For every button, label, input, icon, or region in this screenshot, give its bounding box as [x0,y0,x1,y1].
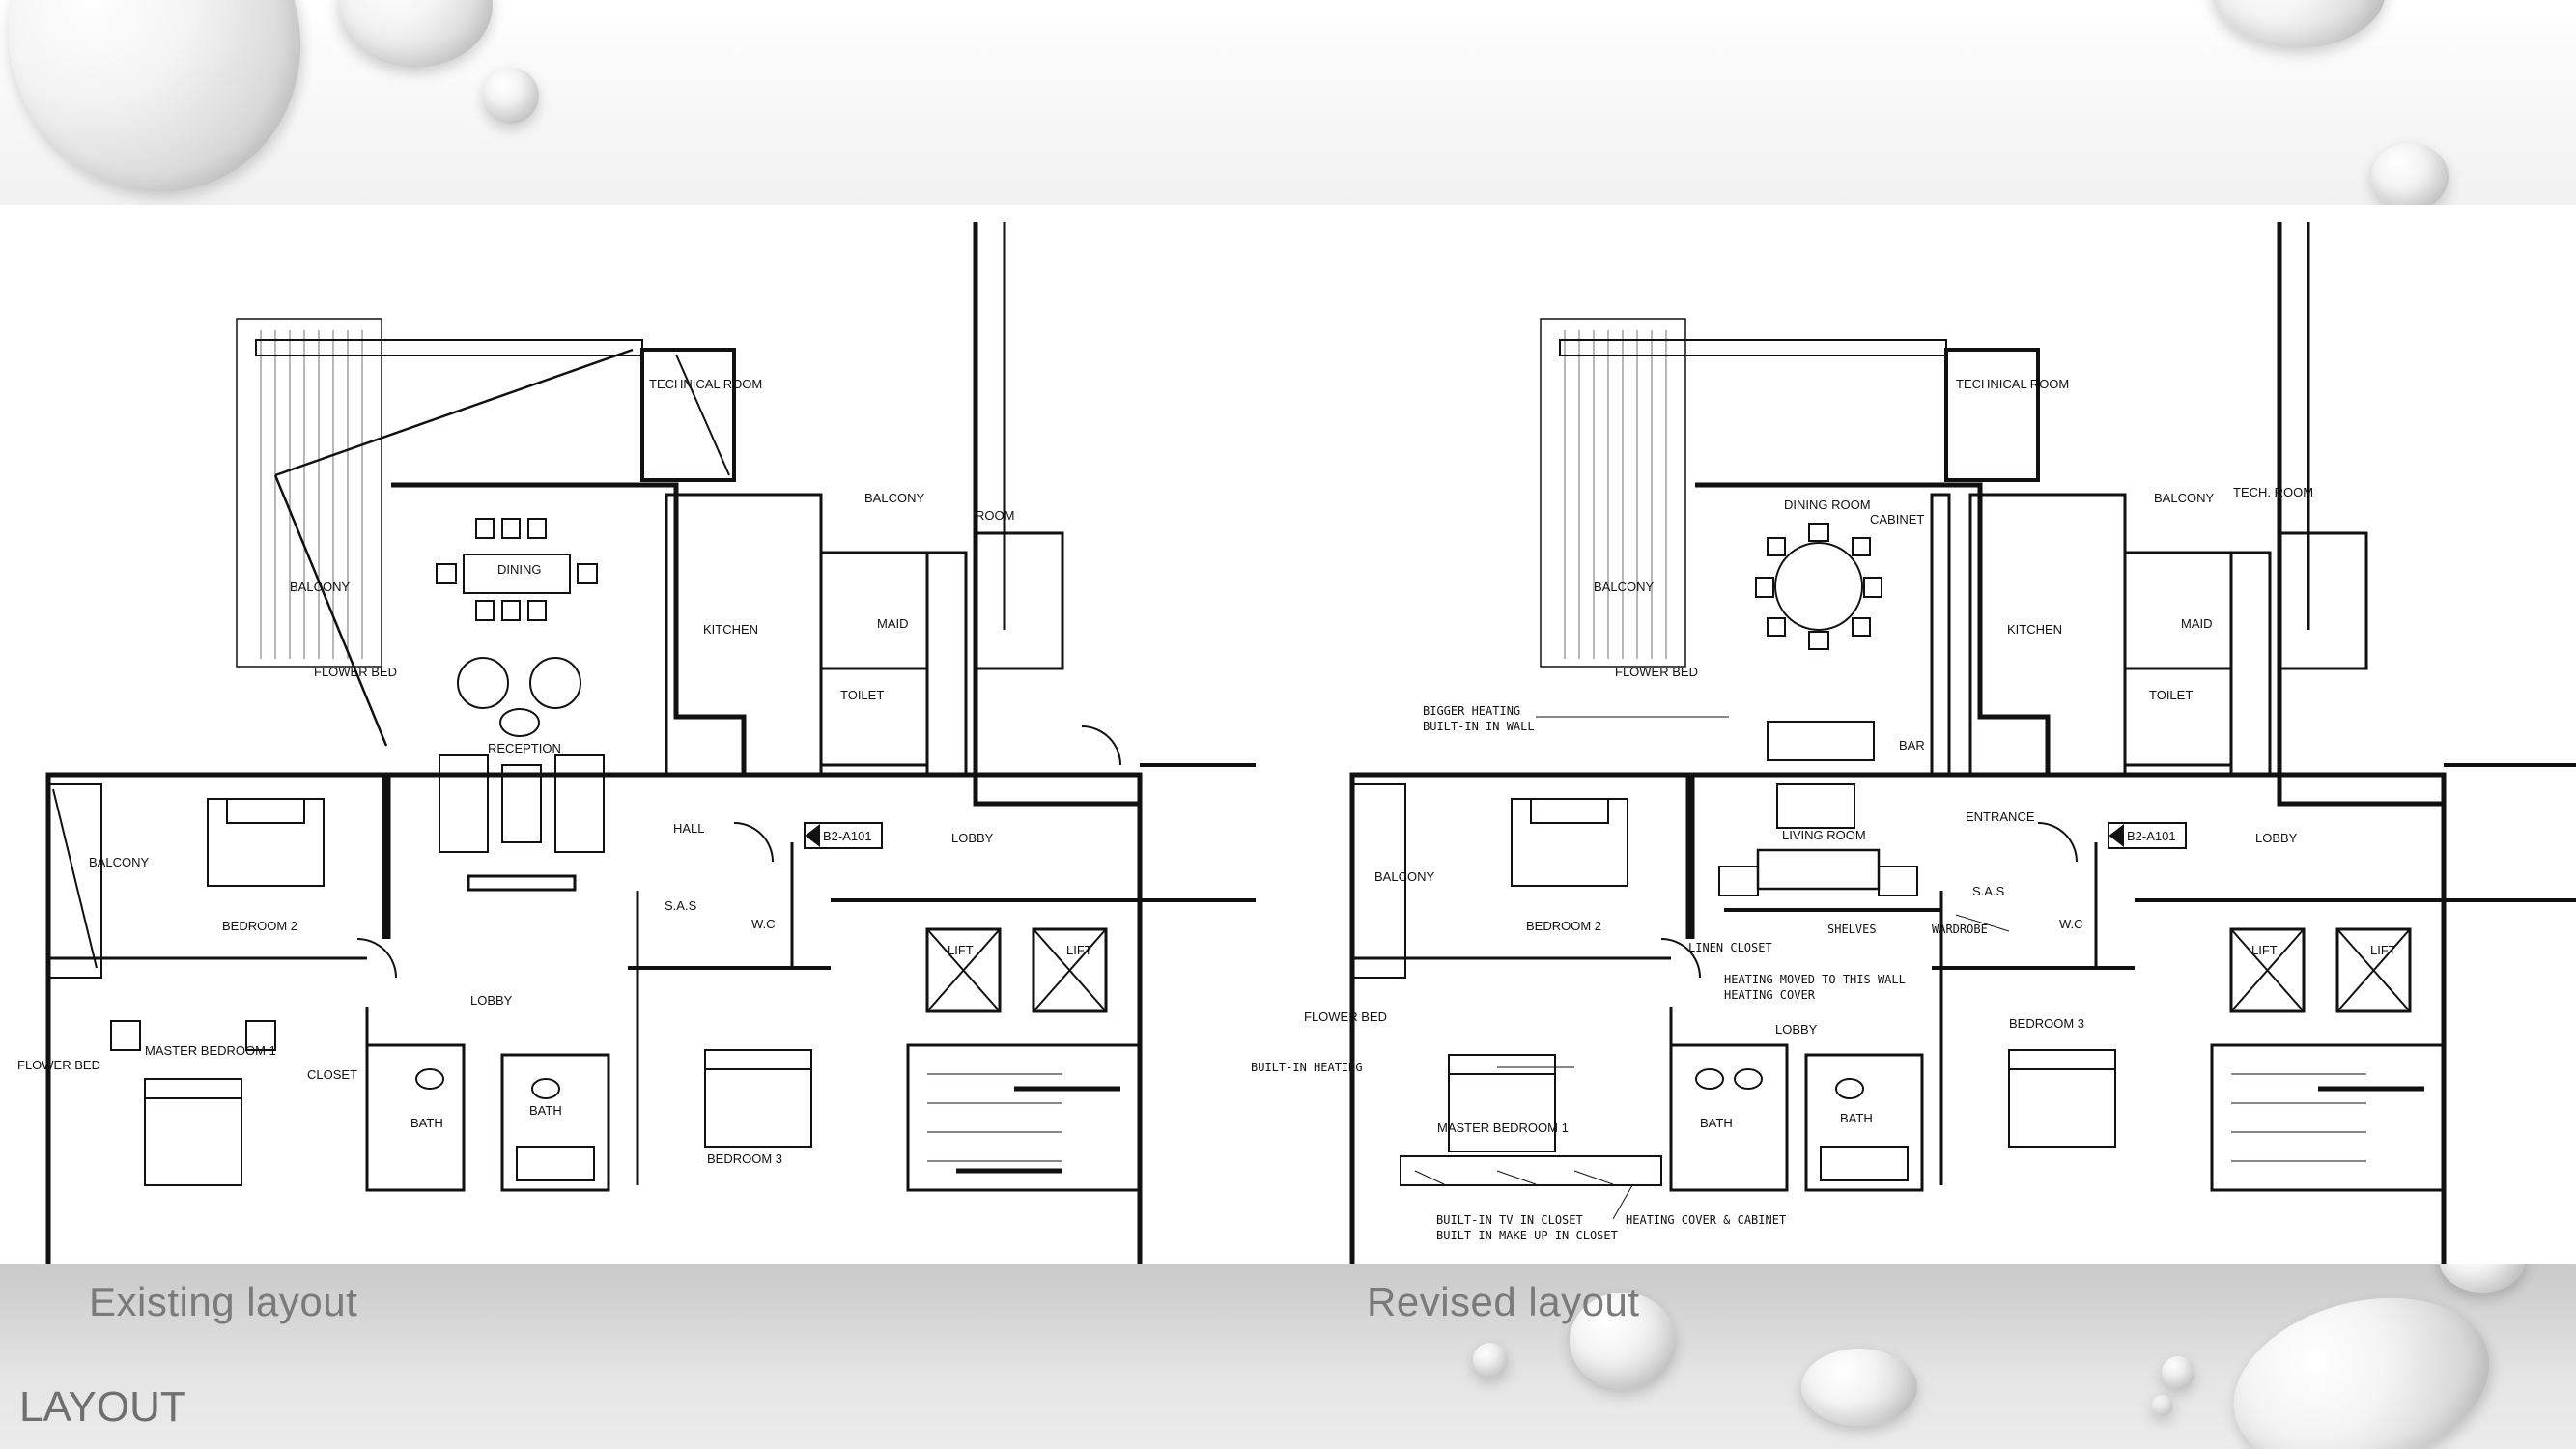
label-lift-1: LIFT [2251,943,2278,957]
balcony-hatch [260,330,363,659]
label-dining: DINING [497,562,542,577]
label-bath-2: BATH [1840,1111,1873,1125]
label-closet: CLOSET [307,1067,357,1082]
label-bedroom-2: BEDROOM 2 [222,919,297,933]
label-door-tag: B2-A101 [2127,829,2176,843]
label-flower-bed: FLOWER BED [314,665,397,679]
water-drop-decoration [2371,143,2449,205]
label-hall: HALL [673,821,705,836]
label-technical-room: TECHNICAL ROOM [1956,377,2069,391]
water-drop-decoration [2212,0,2386,48]
label-bar: BAR [1899,738,1925,753]
label-master-bedroom: MASTER BEDROOM 1 [1437,1121,1569,1135]
label-tech-room: TECH. ROOM [2233,485,2313,499]
note-tv-closet: BUILT-IN TV IN CLOSET [1436,1213,1583,1227]
label-bath-1: BATH [410,1116,443,1130]
label-maid: MAID [877,616,909,631]
label-flower-bed: FLOWER BED [1615,665,1698,679]
label-master-bedroom: MASTER BEDROOM 1 [145,1043,276,1058]
label-lift-2: LIFT [1066,943,1092,957]
existing-plan-drawing: TECHNICAL ROOM DINING BALCONY FLOWER BED… [17,222,1256,1264]
water-drop-decoration [483,68,539,124]
label-toilet: TOILET [840,688,884,702]
label-lift-2: LIFT [2370,943,2396,957]
label-balcony: BALCONY [290,580,350,594]
label-maid: MAID [2181,616,2213,631]
label-lift-1: LIFT [948,943,974,957]
revised-plan-drawing: TECHNICAL ROOM DINING ROOM CABINET BALCO… [1251,222,2576,1264]
note-makeup-closet: BUILT-IN MAKE-UP IN CLOSET [1436,1229,1618,1242]
revised-layout-caption: Revised layout [1367,1279,1640,1324]
floor-plans-area: TECHNICAL ROOM DINING BALCONY FLOWER BED… [0,205,2576,1264]
label-cabinet: CABINET [1870,512,1924,526]
label-bedroom-3: BEDROOM 3 [2009,1016,2084,1031]
label-lobby-2: LOBBY [470,993,513,1008]
label-shelves: SHELVES [1827,923,1877,936]
label-sas: S.A.S [1972,884,2005,898]
label-dining-room: DINING ROOM [1784,497,1871,512]
water-drop-decoration [338,0,493,68]
label-bath-2: BATH [529,1103,562,1118]
note-bigger-heating: BIGGER HEATING [1423,704,1520,718]
note-heating-moved: HEATING MOVED TO THIS WALL [1724,973,1906,986]
label-balcony-2: BALCONY [864,491,924,505]
label-linen-closet: LINEN CLOSET [1688,941,1772,954]
label-wc: W.C [751,917,776,931]
label-lobby: LOBBY [951,831,994,845]
note-built-in-heating: BUILT-IN HEATING [1251,1061,1363,1074]
label-reception: RECEPTION [488,741,561,755]
slide-title: LAYOUT [19,1383,186,1431]
water-drop-decoration [0,0,344,205]
note-heating-cabinet: HEATING COVER & CABINET [1626,1213,1786,1227]
label-living-room: LIVING ROOM [1782,828,1866,842]
label-flower-bed-2: FLOWER BED [17,1058,100,1072]
label-toilet: TOILET [2149,688,2193,702]
label-balcony: BALCONY [1594,580,1654,594]
label-wc: W.C [2059,917,2083,931]
label-kitchen: KITCHEN [703,622,758,637]
label-balcony-3: BALCONY [89,855,149,869]
label-balcony-3: BALCONY [1374,869,1434,884]
label-sas: S.A.S [665,898,697,913]
label-lobby-2: LOBBY [1775,1022,1818,1037]
revised-floor-plan: TECHNICAL ROOM DINING ROOM CABINET BALCO… [1207,205,2576,1264]
note-built-in-wall: BUILT-IN IN WALL [1423,720,1535,733]
water-drop-decoration [2152,1395,2173,1416]
water-drop-decoration [1801,1349,1917,1426]
label-bedroom-2: BEDROOM 2 [1526,919,1601,933]
label-room: ROOM [976,508,1014,523]
label-wardrobe: WARDROBE [1932,923,1988,936]
label-balcony-2: BALCONY [2154,491,2214,505]
label-bedroom-3: BEDROOM 3 [707,1151,782,1166]
water-drop-decoration [2162,1356,2194,1389]
water-drop-decoration [1570,1293,1676,1389]
existing-floor-plan: TECHNICAL ROOM DINING BALCONY FLOWER BED… [0,205,1275,1264]
top-decorative-band [0,0,2576,205]
note-heating-cover: HEATING COVER [1724,988,1816,1002]
bottom-decorative-band [0,1264,2576,1449]
label-entrance: ENTRANCE [1966,810,2035,824]
label-flower-bed-2: FLOWER BED [1304,1009,1387,1024]
existing-layout-caption: Existing layout [89,1279,358,1324]
label-technical-room: TECHNICAL ROOM [649,377,762,391]
label-kitchen: KITCHEN [2007,622,2062,637]
label-lobby: LOBBY [2255,831,2298,845]
water-drop-decoration [2439,1264,2526,1293]
water-drop-decoration [2214,1270,2509,1449]
water-drop-decoration [1473,1343,1508,1378]
label-bath-1: BATH [1700,1116,1733,1130]
label-door-tag: B2-A101 [823,829,872,843]
